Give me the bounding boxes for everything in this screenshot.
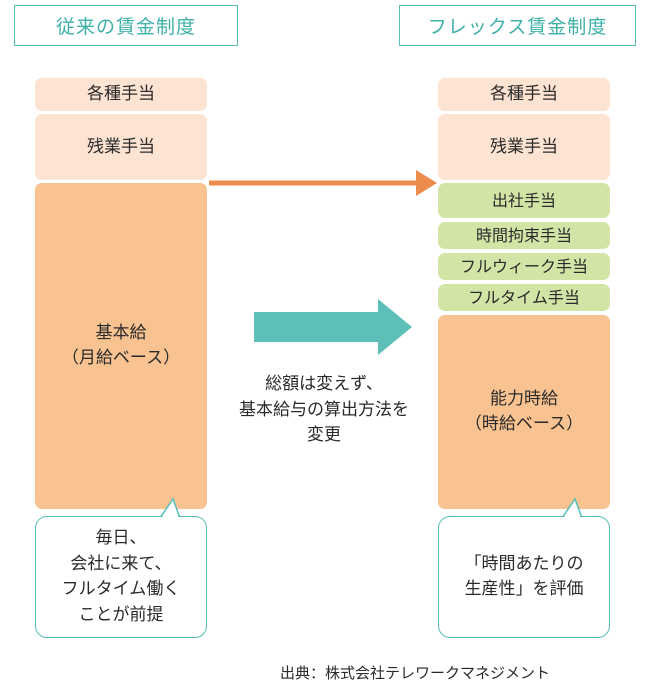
right-block-time-binding: 時間拘束手当 xyxy=(438,222,610,249)
right-block-hourly: 能力時給 （時給ベース） xyxy=(438,315,610,509)
left-block-base-pay: 基本給 （月給ベース） xyxy=(35,183,207,509)
left-block-overtime: 残業手当 xyxy=(35,114,207,180)
header-flex: フレックス賃金制度 xyxy=(399,5,636,46)
right-block-full-time: フルタイム手当 xyxy=(438,284,610,311)
left-block-allowances: 各種手当 xyxy=(35,78,207,111)
right-block-attendance: 出社手当 xyxy=(438,183,610,218)
right-block-full-week: フルウィーク手当 xyxy=(438,253,610,280)
header-traditional: 従来の賃金制度 xyxy=(14,5,238,46)
left-speech-bubble: 毎日、 会社に来て、 フルタイム働く ことが前提 xyxy=(35,516,207,638)
right-block-overtime: 残業手当 xyxy=(438,114,610,180)
middle-caption: 総額は変えず、 基本給与の算出方法を 変更 xyxy=(239,374,409,445)
source-credit: 出典：株式会社テレワークマネジメント xyxy=(280,664,551,682)
right-speech-bubble: 「時間あたりの 生産性」を評価 xyxy=(438,516,610,638)
right-block-allowances: 各種手当 xyxy=(438,78,610,111)
